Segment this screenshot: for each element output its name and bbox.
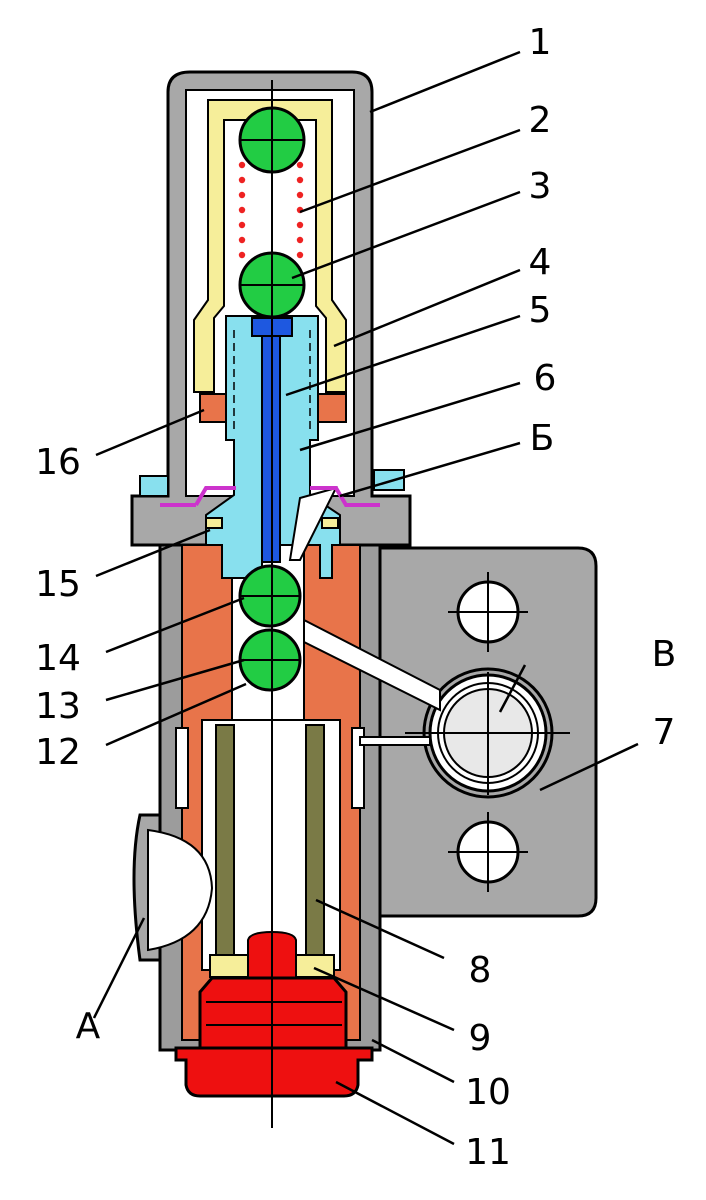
callout-3: 3 [529,166,552,207]
vent-channel-b [288,486,338,561]
callout-10: 10 [465,1072,511,1113]
callout-5: 5 [529,290,552,331]
guide-wall-right [305,724,325,961]
callout-14: 14 [35,638,81,679]
ball-14 [238,564,302,628]
leader-lines [92,50,639,1146]
callout-13: 13 [35,686,81,727]
callout-4: 4 [529,242,552,283]
callout-12: 12 [35,732,81,773]
seal-pad-right [321,517,339,529]
callout-7: 7 [653,712,676,753]
spring [238,161,304,259]
bracket-bolt-hole-upper [448,572,528,652]
flange-screw-left [139,475,169,497]
callout-b-cyr: Б [530,418,555,459]
port-b [405,667,570,799]
inner-sleeve [193,99,347,393]
callout-1: 1 [529,22,552,63]
guide-wall-left [215,724,235,961]
callout-8: 8 [469,950,492,991]
ball-13 [238,628,302,692]
callout-v-cyr: В [652,634,677,675]
shim-left [209,954,249,978]
callout-15: 15 [35,564,81,605]
callout-11: 11 [465,1132,511,1173]
mounting-bracket [370,546,598,918]
callout-6: 6 [534,358,557,399]
callout-2: 2 [529,100,552,141]
channel-to-port-b [303,618,441,712]
bracket-bolt-hole-lower [448,812,528,892]
callout-a-cyr: А [76,1006,101,1047]
callout-9: 9 [469,1018,492,1059]
callout-labels: 1 2 3 4 5 6 Б 16 15 14 13 12 В 7 8 9 10 … [35,22,676,1173]
seal-pad-left [205,517,223,529]
callout-16: 16 [35,442,81,483]
flange-screw-right [373,469,405,491]
